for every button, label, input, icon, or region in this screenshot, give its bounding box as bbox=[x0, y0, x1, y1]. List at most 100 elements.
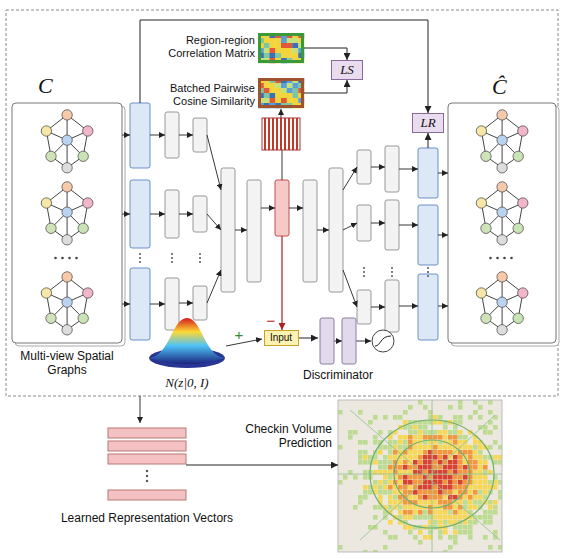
heat-cell bbox=[433, 450, 438, 455]
matrix-cell bbox=[275, 53, 281, 58]
matrix-cell bbox=[270, 48, 276, 53]
matrix-cell bbox=[281, 53, 287, 58]
heat-cell bbox=[378, 430, 383, 435]
matrix-cell bbox=[264, 48, 270, 53]
heat-cell bbox=[498, 445, 502, 450]
network-layer bbox=[418, 148, 438, 198]
heat-cell bbox=[408, 440, 413, 445]
flow-arrow bbox=[150, 135, 165, 136]
heat-cell bbox=[418, 500, 423, 505]
heat-cell bbox=[463, 530, 468, 535]
heat-cell bbox=[458, 420, 463, 425]
vector-bar bbox=[108, 490, 186, 500]
heat-cell bbox=[433, 415, 438, 420]
heat-cell bbox=[478, 515, 483, 520]
network-layer bbox=[357, 150, 371, 184]
flow-arrow bbox=[356, 341, 371, 342]
heat-cell bbox=[488, 510, 493, 515]
heat-cell bbox=[463, 450, 468, 455]
heat-cell bbox=[423, 445, 428, 450]
heat-cell bbox=[413, 450, 418, 455]
heat-cell bbox=[438, 530, 443, 535]
heat-cell bbox=[433, 515, 438, 520]
heat-cell bbox=[443, 465, 448, 470]
network-layer bbox=[165, 278, 179, 330]
heat-cell bbox=[378, 485, 383, 490]
spatial-graph bbox=[476, 182, 528, 245]
heat-cell bbox=[423, 455, 428, 460]
heat-cell bbox=[403, 480, 408, 485]
heat-cell bbox=[443, 435, 448, 440]
outer-dashed-box bbox=[6, 10, 558, 396]
heat-cell bbox=[398, 445, 403, 450]
heat-cell bbox=[498, 495, 502, 500]
heat-cell bbox=[458, 525, 463, 530]
heat-cell bbox=[463, 445, 468, 450]
heat-cell bbox=[483, 535, 488, 540]
matrix-cell bbox=[264, 53, 270, 58]
discriminator-layer bbox=[320, 318, 334, 364]
heat-cell bbox=[418, 530, 423, 535]
heat-cell bbox=[403, 465, 408, 470]
ellipsis-dot bbox=[171, 253, 173, 255]
heat-cell bbox=[388, 490, 393, 495]
network-layer bbox=[329, 168, 343, 292]
heat-cell bbox=[363, 440, 368, 445]
matrix-cell bbox=[287, 53, 293, 58]
heat-cell bbox=[453, 415, 458, 420]
heat-cell bbox=[473, 445, 478, 450]
heat-cell bbox=[443, 455, 448, 460]
heat-cell bbox=[418, 460, 423, 465]
heat-cell bbox=[423, 405, 428, 410]
heat-cell bbox=[493, 455, 498, 460]
heat-cell bbox=[403, 500, 408, 505]
heat-cell bbox=[453, 530, 458, 535]
matrix-cell bbox=[264, 88, 270, 93]
heat-cell bbox=[453, 505, 458, 510]
heat-cell bbox=[438, 480, 443, 485]
heat-cell bbox=[418, 475, 423, 480]
heat-cell bbox=[443, 510, 448, 515]
heat-cell bbox=[413, 495, 418, 500]
matrix-cell bbox=[270, 83, 276, 88]
heat-cell bbox=[398, 440, 403, 445]
heat-cell bbox=[433, 520, 438, 525]
heat-cell bbox=[398, 460, 403, 465]
heat-cell bbox=[403, 435, 408, 440]
heat-cell bbox=[418, 425, 423, 430]
heat-cell bbox=[448, 460, 453, 465]
heat-cell bbox=[478, 445, 483, 450]
heat-cell bbox=[368, 490, 373, 495]
heat-cell bbox=[418, 515, 423, 520]
heat-cell bbox=[473, 465, 478, 470]
connector-arrow bbox=[186, 465, 338, 466]
ellipsis-dot bbox=[75, 257, 78, 260]
heat-cell bbox=[493, 510, 498, 515]
heat-cell bbox=[483, 475, 488, 480]
heat-cell bbox=[458, 510, 463, 515]
heat-cell bbox=[448, 450, 453, 455]
ellipsis-dot bbox=[139, 261, 141, 263]
ellipsis-dot bbox=[199, 261, 201, 263]
ellipsis-dot bbox=[61, 257, 64, 260]
heat-cell bbox=[383, 465, 388, 470]
matrix-cell bbox=[270, 38, 276, 43]
matrix-cell bbox=[270, 93, 276, 98]
heat-cell bbox=[378, 490, 383, 495]
ellipsis-dot bbox=[363, 271, 365, 273]
heat-cell bbox=[393, 415, 398, 420]
matrix-cell bbox=[270, 98, 276, 103]
heat-cell bbox=[403, 460, 408, 465]
matrix-cell bbox=[270, 43, 276, 48]
heat-cell bbox=[418, 430, 423, 435]
heat-cell bbox=[363, 460, 368, 465]
connector-arrow bbox=[304, 48, 347, 60]
heat-cell bbox=[408, 465, 413, 470]
flow-arrow bbox=[289, 208, 303, 209]
ellipsis-dot bbox=[363, 275, 365, 277]
network-layer bbox=[221, 168, 235, 292]
heat-cell bbox=[468, 505, 473, 510]
matrix-cell bbox=[293, 53, 299, 58]
ellipsis-dot bbox=[146, 470, 148, 472]
caption-label: Checkin Volume Prediction bbox=[218, 422, 332, 451]
